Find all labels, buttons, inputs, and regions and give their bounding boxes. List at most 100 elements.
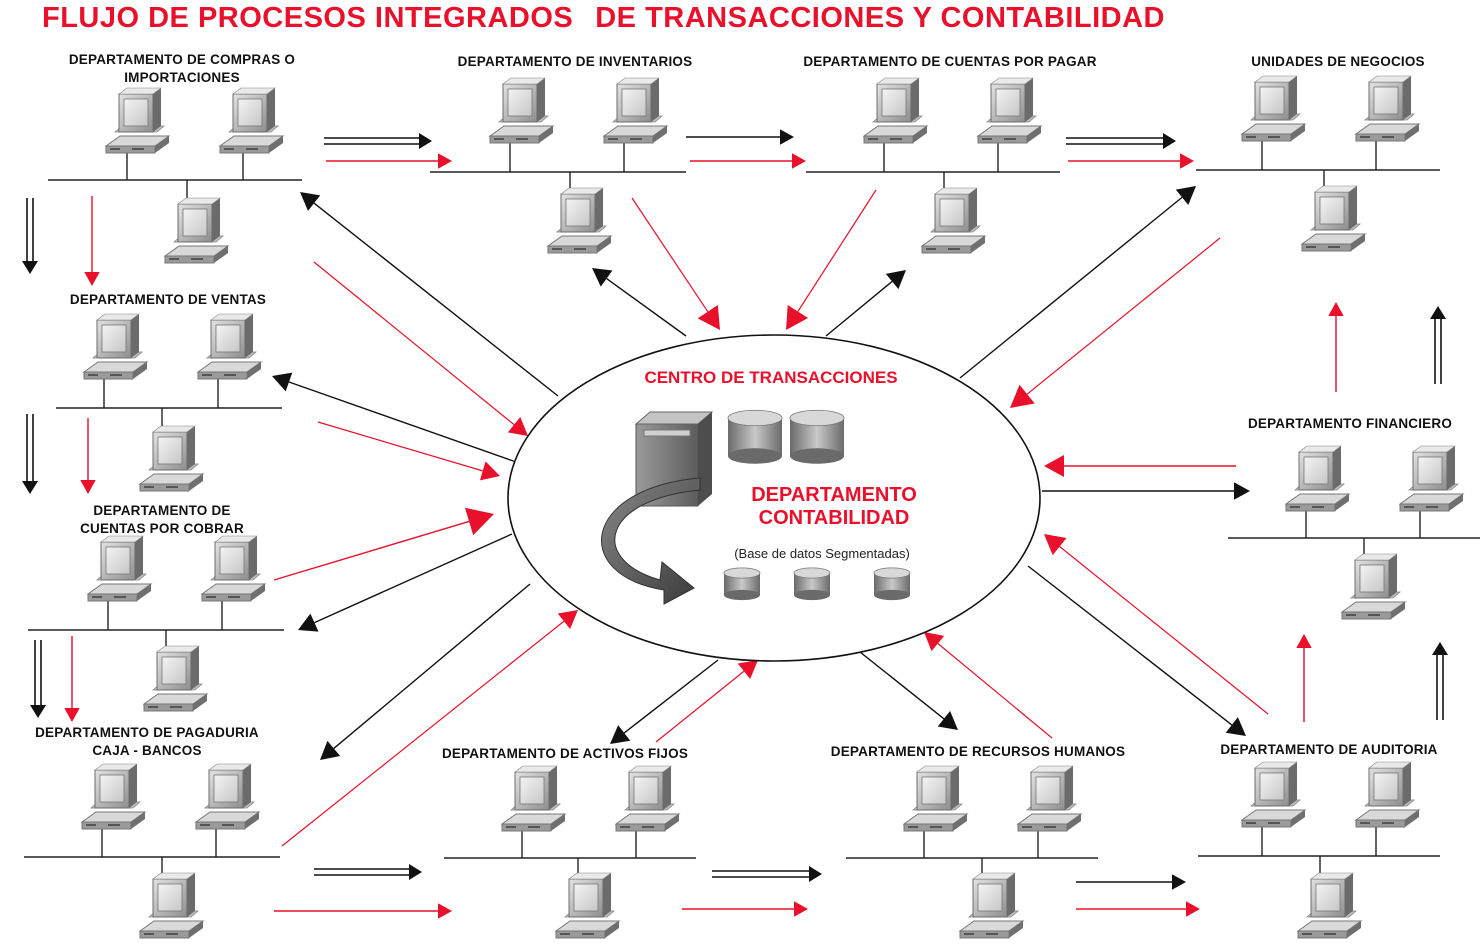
- computer-icon: [201, 535, 266, 602]
- dept-inventarios-line1: DEPARTAMENTO DE INVENTARIOS: [457, 54, 693, 69]
- computer-icon: [489, 77, 554, 144]
- computer-icon: [603, 77, 668, 144]
- computer-icon: [81, 763, 146, 830]
- dept-ventas-line1: DEPARTAMENTO DE VENTAS: [69, 292, 267, 307]
- computer-icon: [87, 535, 152, 602]
- dept-auditoria-line1: DEPARTAMENTO DE AUDITORIA: [1220, 742, 1438, 757]
- computer-icon: [195, 763, 260, 830]
- computer-icon: [1355, 75, 1420, 142]
- red-arrow-icon: [631, 197, 720, 330]
- dept-financiero-label: DEPARTAMENTO FINANCIERO: [1222, 415, 1478, 433]
- computer-icon: [143, 645, 208, 712]
- accounting-dept-line2: CONTABILIDAD: [758, 507, 910, 529]
- dept-inventarios-label: DEPARTAMENTO DE INVENTARIOS: [434, 53, 716, 71]
- arrow-icon: [592, 268, 687, 337]
- transaction-center: [507, 334, 1041, 662]
- dept-negocios-line1: UNIDADES DE NEGOCIOS: [1251, 54, 1425, 69]
- computer-icon: [1301, 185, 1366, 252]
- database-icon: [793, 567, 831, 601]
- arrow-icon: [1042, 482, 1250, 500]
- dept-pagaduria-line2: CAJA - BANCOS: [92, 743, 202, 758]
- database-icon: [727, 409, 783, 464]
- computer-icon: [83, 313, 148, 380]
- dept-compras-line2: IMPORTACIONES: [124, 70, 240, 85]
- dept-ventas-label: DEPARTAMENTO DE VENTAS: [48, 291, 288, 309]
- lan-financiero: [1228, 510, 1480, 558]
- computer-icon: [977, 77, 1042, 144]
- red-arrow-icon: [1044, 455, 1236, 477]
- dept-cuentas-pagar-label: DEPARTAMENTO DE CUENTAS POR PAGAR: [770, 53, 1130, 71]
- lan-activos: [444, 830, 696, 877]
- computer-icon: [1355, 761, 1420, 828]
- computer-icon: [139, 425, 204, 492]
- red-arrow-icon: [1296, 634, 1312, 722]
- red-arrow-icon: [281, 610, 578, 847]
- dept-rrhh-label: DEPARTAMENTO DE RECURSOS HUMANOS: [802, 743, 1154, 761]
- computer-icon: [219, 87, 284, 154]
- double-arrow-icon: [1430, 306, 1446, 384]
- lan-ventas: [56, 378, 282, 430]
- cycle-arrow-icon: [600, 477, 701, 605]
- red-arrow-icon: [682, 901, 808, 917]
- dept-pagaduria-label: DEPARTAMENTO DE PAGADURIA CAJA - BANCOS: [10, 724, 284, 760]
- lan-auditoria: [1198, 826, 1440, 877]
- red-arrow-icon: [1076, 901, 1200, 917]
- dept-auditoria-label: DEPARTAMENTO DE AUDITORIA: [1196, 741, 1462, 759]
- computer-icon: [863, 77, 928, 144]
- arrow-icon: [272, 372, 517, 463]
- arrow-icon: [298, 533, 513, 632]
- computer-icon: [139, 872, 204, 939]
- computer-icon: [501, 765, 566, 832]
- dept-negocios-label: UNIDADES DE NEGOCIOS: [1238, 53, 1438, 71]
- dept-compras-label: DEPARTAMENTO DE COMPRAS O IMPORTACIONES: [46, 51, 318, 87]
- arrow-icon: [610, 659, 719, 744]
- red-arrow-icon: [273, 507, 494, 581]
- red-arrow-icon: [274, 903, 452, 919]
- database-icon: [873, 567, 911, 601]
- flow-arrows: [22, 129, 1448, 919]
- double-arrow-icon: [22, 198, 38, 274]
- title-part-2: DE TRANSACCIONES Y CONTABILIDAD: [595, 2, 1165, 34]
- database-icon: [723, 567, 761, 601]
- computer-icon: [197, 313, 262, 380]
- dept-activos-label: DEPARTAMENTO DE ACTIVOS FIJOS: [414, 745, 716, 763]
- red-arrow-icon: [690, 153, 806, 169]
- computer-icon: [164, 197, 229, 264]
- dept-pagaduria-line1: DEPARTAMENTO DE PAGADURIA: [35, 725, 259, 740]
- dept-compras-line1: DEPARTAMENTO DE COMPRAS O: [68, 52, 296, 67]
- red-arrow-icon: [1044, 534, 1269, 715]
- double-arrow-icon: [1432, 642, 1448, 720]
- arrow-icon: [1076, 874, 1186, 890]
- computer-icon: [555, 872, 620, 939]
- computer-icon: [1241, 75, 1306, 142]
- computer-icon: [959, 872, 1024, 939]
- red-arrow-icon: [80, 418, 96, 494]
- lan-negocios: [1196, 140, 1440, 190]
- red-arrow-icon: [1328, 302, 1344, 392]
- double-arrow-icon: [314, 864, 422, 880]
- arrow-icon: [686, 129, 794, 145]
- lan-pagaduria: [24, 828, 280, 877]
- dept-cuentas-cobrar-line1: DEPARTAMENTO DE: [93, 503, 231, 518]
- dept-financiero-line1: DEPARTAMENTO FINANCIERO: [1247, 416, 1453, 431]
- arrow-icon: [1027, 565, 1246, 736]
- red-arrow-icon: [64, 636, 80, 722]
- dept-activos-line1: DEPARTAMENTO DE ACTIVOS FIJOS: [441, 746, 689, 761]
- network-lines: [24, 140, 1480, 877]
- accounting-dept-line1: DEPARTAMENTO: [751, 484, 917, 506]
- red-arrow-icon: [326, 153, 452, 169]
- dept-cuentas-cobrar-label: DEPARTAMENTO DE CUENTAS POR COBRAR: [62, 502, 262, 538]
- computer-icon: [921, 187, 986, 254]
- lan-inventarios: [430, 142, 686, 192]
- double-arrow-icon: [1066, 133, 1176, 149]
- arrow-icon: [300, 192, 559, 397]
- red-arrow-icon: [1068, 153, 1194, 169]
- arrow-icon: [859, 651, 958, 730]
- dept-rrhh-line1: DEPARTAMENTO DE RECURSOS HUMANOS: [830, 744, 1126, 759]
- red-arrow-icon: [655, 660, 758, 743]
- arrow-icon: [825, 270, 906, 337]
- computer-icon: [1017, 765, 1082, 832]
